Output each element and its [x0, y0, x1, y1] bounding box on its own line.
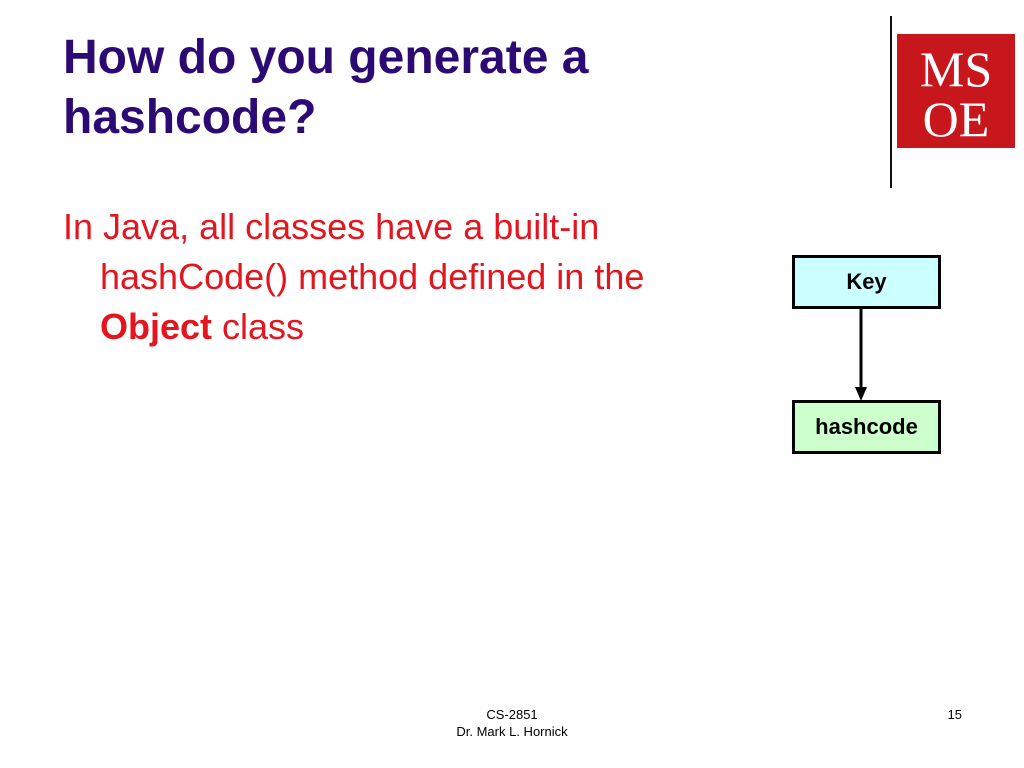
vertical-divider	[890, 16, 892, 188]
bullet-text-start: In Java, all classes have a built-in has…	[63, 206, 645, 297]
msoe-logo-mark: MS OE	[897, 34, 1015, 148]
footer-course: CS-2851	[486, 707, 538, 722]
msoe-logo: MS OE	[897, 34, 1015, 148]
logo-background	[897, 34, 1015, 148]
bullet-text-end: class	[212, 306, 305, 347]
footer-course-info: CS-2851 Dr. Mark L. Hornick	[412, 706, 612, 740]
arrow-down-icon	[855, 307, 867, 401]
bullet-emphasis: Object	[100, 306, 213, 347]
key-label: Key	[846, 269, 887, 294]
bullet-text: In Java, all classes have a built-in has…	[63, 202, 760, 352]
arrow-head	[855, 387, 867, 401]
key-box: Key	[792, 255, 941, 309]
hashcode-label: hashcode	[815, 414, 918, 439]
slide-title: How do you generate a hashcode?	[63, 31, 589, 144]
hashcode-box: hashcode	[792, 400, 941, 454]
footer-author: Dr. Mark L. Hornick	[456, 724, 568, 739]
page-number: 15	[947, 707, 962, 722]
logo-text-bottom: OE	[923, 91, 990, 147]
logo-text-top: MS	[920, 41, 992, 97]
